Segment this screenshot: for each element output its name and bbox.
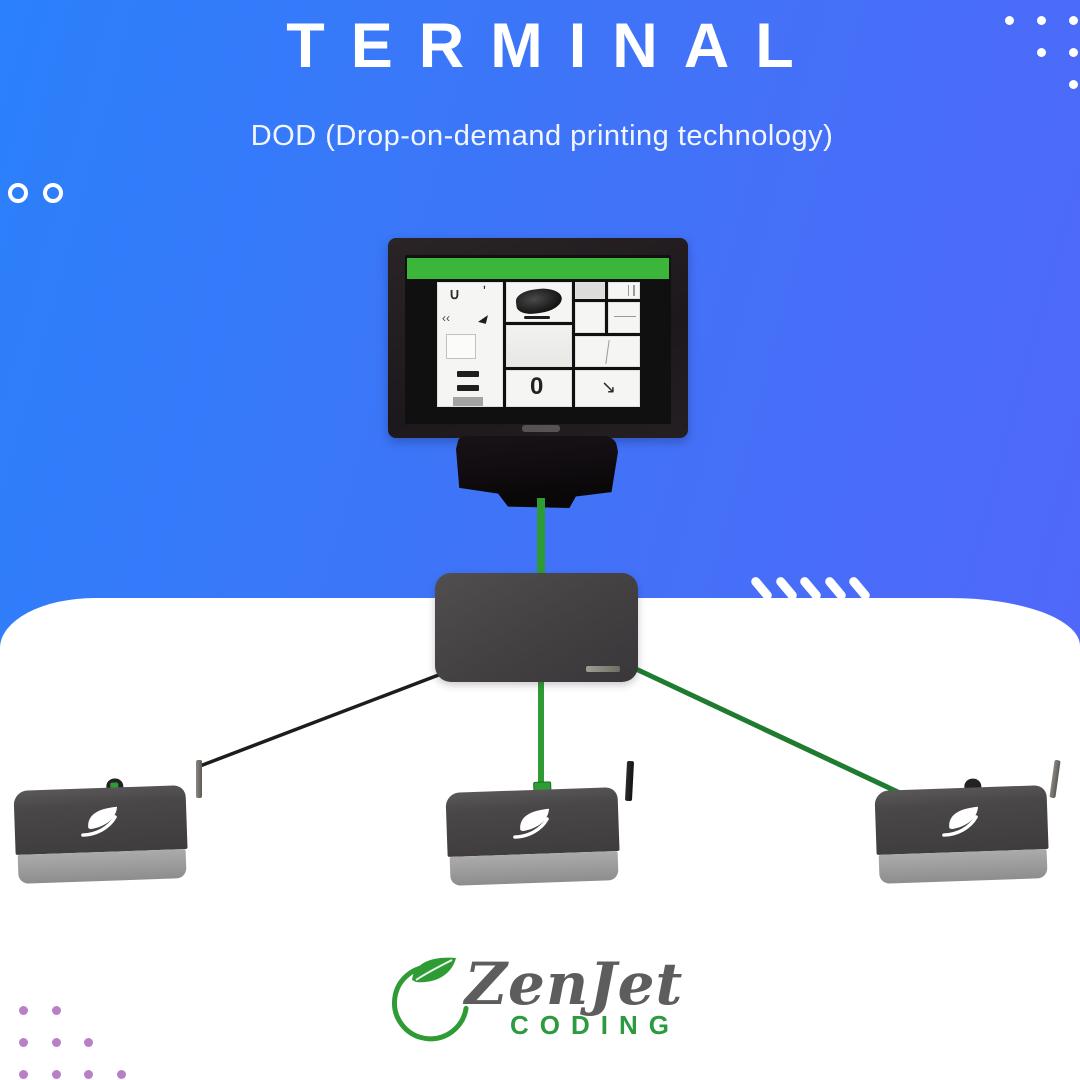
screen-tile-photo	[506, 282, 572, 322]
screen-tile-small	[608, 282, 640, 299]
photo-shadow	[524, 316, 550, 319]
terminal-monitor: ∪ ʹ ‹‹ 0	[388, 238, 688, 438]
page-subtitle: DOD (Drop-on-demand printing technology)	[250, 120, 834, 152]
leaf-logo-icon	[81, 806, 118, 837]
sketch-bar	[457, 385, 479, 391]
sketch-square	[446, 334, 476, 359]
sketch-line	[628, 285, 629, 296]
printer-left-antenna	[196, 760, 202, 798]
dot-icon	[52, 1038, 61, 1047]
dot-icon	[19, 1006, 28, 1015]
hero-section: TERMINAL DOD (Drop-on-demand printing te…	[0, 0, 1080, 153]
sketch-triangle	[478, 313, 488, 324]
dot-icon	[84, 1070, 93, 1079]
dot-icon	[84, 1038, 93, 1047]
dot-icon	[52, 1006, 61, 1015]
printer-left	[13, 778, 188, 884]
dot-icon	[19, 1070, 28, 1079]
sketch-bar	[457, 371, 479, 377]
screen-tile-small	[575, 282, 605, 299]
dot-icon	[1069, 16, 1078, 25]
screen-tile-wide	[575, 336, 640, 367]
brand-name: ZenJet	[464, 950, 684, 1018]
ring-circle-icon	[8, 183, 28, 203]
screen-toolbar	[407, 258, 669, 279]
hub-label-strip	[586, 666, 620, 672]
monitor-bezel-logo	[522, 425, 560, 432]
zero-glyph: 0	[530, 373, 544, 400]
dot-icon	[1037, 48, 1046, 57]
screen-tile-sketch: ∪ ʹ ‹‹	[437, 282, 503, 407]
leaf-logo-icon	[513, 808, 550, 839]
printer-body-bottom	[17, 849, 187, 884]
controller-hub	[435, 573, 638, 682]
brand-tagline: CODING	[510, 1010, 680, 1040]
dot-icon	[52, 1070, 61, 1079]
screen-tile-small	[575, 302, 605, 333]
screen-tile-zero: 0	[506, 370, 572, 407]
sketch-dash-mark: ‹‹	[442, 311, 450, 325]
printed-object-photo	[514, 286, 564, 316]
dot-icon	[1069, 48, 1078, 57]
sketch-line	[633, 285, 635, 296]
printer-right	[874, 778, 1049, 884]
dot-icon	[117, 1070, 126, 1079]
arrow-glyph: ↘	[601, 377, 617, 397]
printer-body-bottom	[449, 851, 619, 886]
brand-logo: ZenJet CODING	[380, 948, 710, 1058]
brand-leaf-icon	[392, 957, 469, 1042]
page-title: TERMINAL	[286, 11, 820, 81]
monitor-stand	[456, 436, 618, 508]
screen-tile-small	[608, 302, 640, 333]
dot-icon	[1037, 16, 1046, 25]
screen-tile-blank	[506, 325, 572, 367]
dot-icon	[1005, 16, 1014, 25]
dot-icon	[1069, 80, 1078, 89]
sketch-line	[605, 340, 610, 364]
sketch-block	[453, 397, 483, 406]
sketch-u-mark: ∪	[449, 286, 460, 303]
monitor-screen: ∪ ʹ ‹‹ 0	[405, 255, 671, 424]
leaf-logo-icon	[942, 806, 979, 837]
printer-body-bottom	[878, 849, 1048, 884]
ring-circle-icon	[43, 183, 63, 203]
printer-center	[445, 781, 620, 886]
screen-tile-arrow: ↘	[575, 370, 640, 407]
sketch-line	[614, 316, 636, 317]
dot-icon	[19, 1038, 28, 1047]
sketch-tick-mark: ʹ	[483, 283, 486, 300]
